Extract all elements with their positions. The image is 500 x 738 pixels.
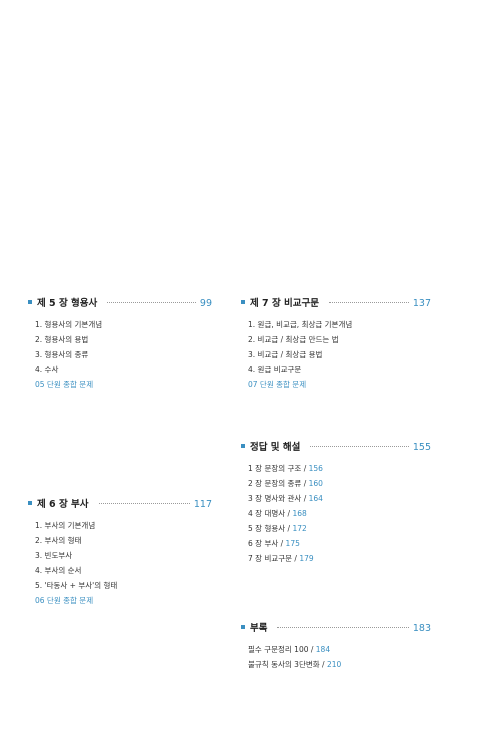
list-item[interactable]: 1. 부사의 기본개념 xyxy=(35,521,96,530)
appendix-items: 필수 구문정리 100 / 184 불규칙 동사의 3단변화 / 210 xyxy=(241,642,431,672)
chapter5-page: 99 xyxy=(199,298,212,309)
answer-label: 5 장 형용사 / xyxy=(248,524,293,533)
appendix-title: 부록 xyxy=(250,623,268,634)
list-item[interactable]: 5. '타동사 + 부사'의 형태 xyxy=(35,581,118,590)
chapter5-review[interactable]: 05 단원 종합 문제 xyxy=(35,380,94,389)
answer-page: 160 xyxy=(308,479,323,488)
dot-leader xyxy=(277,627,409,628)
chapter5-heading[interactable]: 제 5 장 형용사 99 xyxy=(28,295,212,309)
list-item[interactable]: 4. 원급 비교구문 xyxy=(248,365,302,374)
appendix-label: 필수 구문정리 100 / xyxy=(248,645,316,654)
answer-label: 1 장 문장의 구조 / xyxy=(248,464,309,473)
list-item[interactable]: 1. 원급, 비교급, 최상급 기본개념 xyxy=(248,320,353,329)
chapter7-page: 137 xyxy=(412,298,431,309)
answers-title: 정답 및 해설 xyxy=(250,442,301,453)
answer-label: 4 장 대명사 / xyxy=(248,509,293,518)
chapter6-review[interactable]: 06 단원 종합 문제 xyxy=(35,596,94,605)
appendix-page: 183 xyxy=(412,623,431,634)
list-item[interactable]: 4. 부사의 순서 xyxy=(35,566,82,575)
list-item[interactable]: 필수 구문정리 100 / 184 xyxy=(248,642,431,657)
answer-label: 2 장 문장의 종류 / xyxy=(248,479,309,488)
chapter5-items: 1. 형용사의 기본개념 2. 형용사의 용법 3. 형용사의 종류 4. 수사… xyxy=(28,317,212,392)
chapter6-heading[interactable]: 제 6 장 부사 117 xyxy=(28,496,212,510)
chapter6-title: 제 6 장 부사 xyxy=(37,499,89,510)
list-item[interactable]: 3 장 명사와 관사 / 164 xyxy=(248,491,431,506)
answer-page: 168 xyxy=(292,509,307,518)
toc-chapter7: 제 7 장 비교구문 137 1. 원급, 비교급, 최상급 기본개념 2. 비… xyxy=(241,295,431,392)
answer-page: 156 xyxy=(308,464,323,473)
chapter6-page: 117 xyxy=(193,499,212,510)
list-item[interactable]: 2 장 문장의 종류 / 160 xyxy=(248,476,431,491)
answers-page: 155 xyxy=(412,442,431,453)
chapter6-items: 1. 부사의 기본개념 2. 부사의 형태 3. 빈도부사 4. 부사의 순서 … xyxy=(28,518,212,608)
dot-leader xyxy=(310,446,409,447)
list-item[interactable]: 2. 형용사의 용법 xyxy=(35,335,89,344)
bullet-icon xyxy=(28,501,32,505)
toc-chapter5: 제 5 장 형용사 99 1. 형용사의 기본개념 2. 형용사의 용법 3. … xyxy=(28,295,212,392)
bullet-icon xyxy=(241,444,245,448)
list-item[interactable]: 3. 비교급 / 최상급 용법 xyxy=(248,350,323,359)
list-item[interactable]: 5 장 형용사 / 172 xyxy=(248,521,431,536)
list-item[interactable]: 7 장 비교구문 / 179 xyxy=(248,551,431,566)
toc-appendix: 부록 183 필수 구문정리 100 / 184 불규칙 동사의 3단변화 / … xyxy=(241,620,431,672)
appendix-label: 불규칙 동사의 3단변화 / xyxy=(248,660,327,669)
chapter7-items: 1. 원급, 비교급, 최상급 기본개념 2. 비교급 / 최상급 만드는 법 … xyxy=(241,317,431,392)
answer-page: 172 xyxy=(292,524,307,533)
answer-label: 7 장 비교구문 / xyxy=(248,554,300,563)
list-item[interactable]: 3. 빈도부사 xyxy=(35,551,73,560)
list-item[interactable]: 3. 형용사의 종류 xyxy=(35,350,89,359)
chapter7-title: 제 7 장 비교구문 xyxy=(250,298,319,309)
dot-leader xyxy=(328,302,409,303)
list-item[interactable]: 2. 비교급 / 최상급 만드는 법 xyxy=(248,335,339,344)
answers-items: 1 장 문장의 구조 / 156 2 장 문장의 종류 / 160 3 장 명사… xyxy=(241,461,431,566)
toc-answers: 정답 및 해설 155 1 장 문장의 구조 / 156 2 장 문장의 종류 … xyxy=(241,439,431,566)
list-item[interactable]: 6 장 부사 / 175 xyxy=(248,536,431,551)
appendix-item-page: 184 xyxy=(315,645,331,654)
answer-page: 175 xyxy=(285,539,300,548)
bullet-icon xyxy=(241,625,245,629)
list-item[interactable]: 2. 부사의 형태 xyxy=(35,536,82,545)
answers-heading[interactable]: 정답 및 해설 155 xyxy=(241,439,431,453)
answer-label: 6 장 부사 / xyxy=(248,539,286,548)
bullet-icon xyxy=(241,300,245,304)
dot-leader xyxy=(98,503,190,504)
list-item[interactable]: 4. 수사 xyxy=(35,365,59,374)
answer-label: 3 장 명사와 관사 / xyxy=(248,494,309,503)
chapter5-title: 제 5 장 형용사 xyxy=(37,298,98,309)
chapter7-heading[interactable]: 제 7 장 비교구문 137 xyxy=(241,295,431,309)
toc-chapter6: 제 6 장 부사 117 1. 부사의 기본개념 2. 부사의 형태 3. 빈도… xyxy=(28,496,212,608)
list-item[interactable]: 1. 형용사의 기본개념 xyxy=(35,320,103,329)
chapter7-review[interactable]: 07 단원 종합 문제 xyxy=(248,380,307,389)
list-item[interactable]: 1 장 문장의 구조 / 156 xyxy=(248,461,431,476)
list-item[interactable]: 불규칙 동사의 3단변화 / 210 xyxy=(248,657,431,672)
list-item[interactable]: 4 장 대명사 / 168 xyxy=(248,506,431,521)
answer-page: 179 xyxy=(299,554,314,563)
bullet-icon xyxy=(28,300,32,304)
dot-leader xyxy=(107,302,196,303)
answer-page: 164 xyxy=(308,494,323,503)
appendix-item-page: 210 xyxy=(326,660,342,669)
appendix-heading[interactable]: 부록 183 xyxy=(241,620,431,634)
